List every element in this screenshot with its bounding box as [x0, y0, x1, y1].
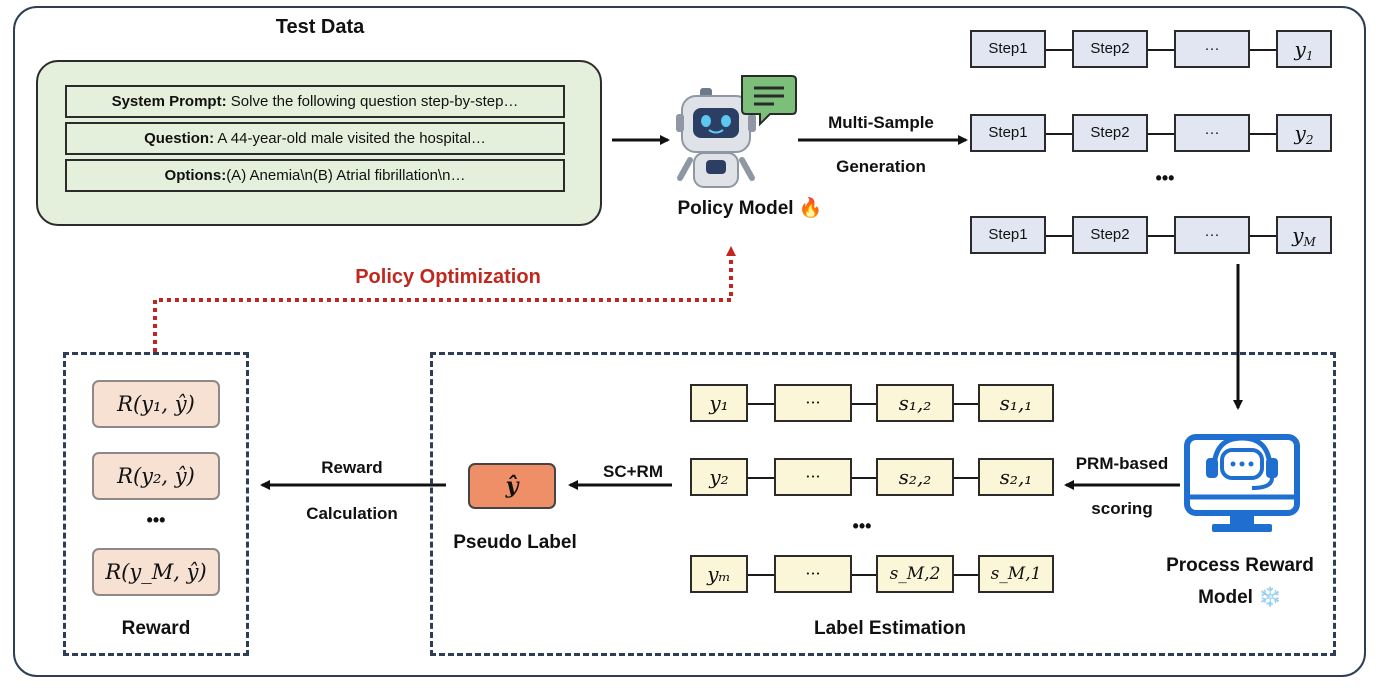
pseudo-label-title: Pseudo Label: [453, 532, 577, 553]
prm-label-text: Model: [1198, 587, 1253, 608]
prm-label-line2: Model ❄️: [1140, 585, 1340, 609]
output-ym-box: yM: [1276, 216, 1332, 254]
reward-item-2: R(y₂, ŷ): [92, 452, 220, 500]
policy-model-text: Policy Model: [677, 198, 794, 219]
system-prompt-label: System Prompt:: [111, 93, 227, 110]
prm-label-line1: Process Reward: [1166, 555, 1314, 576]
arrow-policy-optimization: [153, 246, 736, 352]
test-data-panel: System Prompt: Solve the following quest…: [36, 60, 602, 226]
reward-item-1: R(y₁, ŷ): [92, 380, 220, 428]
reward-item-m: R(y_M, ŷ): [92, 548, 220, 596]
options-label: Options:: [164, 167, 227, 184]
output-y1-box: y1: [1276, 30, 1332, 68]
step2-box: Step2: [1072, 114, 1148, 152]
score-row-ellipsis-box: ···: [774, 384, 852, 422]
reward-calc-line2: Calculation: [306, 504, 398, 523]
scoring-label: scoring: [1091, 499, 1153, 518]
fire-icon: 🔥: [798, 198, 823, 219]
options-text: (A) Anemia\n(B) Atrial fibrillation\n…: [226, 167, 466, 184]
question-text: A 44-year-old male visited the hospital…: [214, 130, 486, 147]
step-ellipsis-box: ···: [1174, 114, 1250, 152]
output-y2-box: y2: [1276, 114, 1332, 152]
question-row: Question: A 44-year-old male visited the…: [65, 122, 565, 155]
score-row-s1-box: s₂,₁: [978, 458, 1054, 496]
step2-box: Step2: [1072, 30, 1148, 68]
score-row-y-box: yₘ: [690, 555, 748, 593]
score-row-y-box: y₂: [690, 458, 748, 496]
score-vertical-dots: •••: [852, 516, 872, 536]
score-row-1: y₁ ··· s₁,₂ s₁,₁: [690, 384, 1056, 424]
step2-box: Step2: [1072, 216, 1148, 254]
policy-model-label: Policy Model 🔥: [650, 196, 850, 220]
reward-box: [63, 352, 249, 656]
test-data-title: Test Data: [275, 16, 365, 38]
system-prompt-row: System Prompt: Solve the following quest…: [65, 85, 565, 118]
trajectory-row-2: Step1 Step2 ··· y2: [970, 114, 1334, 154]
outer-frame: [13, 6, 1366, 677]
pseudo-label-box: ŷ: [468, 463, 556, 509]
reward-vertical-dots: •••: [146, 510, 166, 530]
output-ym-subscript: M: [1303, 235, 1316, 249]
step-ellipsis-box: ···: [1174, 30, 1250, 68]
reward-title: Reward: [121, 618, 191, 639]
step1-box: Step1: [970, 114, 1046, 152]
score-row-2: y₂ ··· s₂,₂ s₂,₁: [690, 458, 1056, 498]
score-row-s2-box: s_M,2: [876, 555, 954, 593]
question-label: Question:: [144, 130, 215, 147]
label-estimation-box: [430, 352, 1336, 656]
generation-label: Generation: [836, 157, 926, 176]
score-row-ellipsis-box: ···: [774, 555, 852, 593]
output-y2-subscript: 2: [1305, 133, 1314, 147]
score-row-s2-box: s₂,₂: [876, 458, 954, 496]
score-row-y-box: y₁: [690, 384, 748, 422]
options-row: Options:(A) Anemia\n(B) Atrial fibrillat…: [65, 159, 565, 192]
score-row-s2-box: s₁,₂: [876, 384, 954, 422]
step1-box: Step1: [970, 216, 1046, 254]
score-row-ellipsis-box: ···: [774, 458, 852, 496]
score-row-m: yₘ ··· s_M,2 s_M,1: [690, 555, 1056, 595]
trajectory-vertical-dots: •••: [1155, 168, 1175, 188]
score-row-s1-box: s_M,1: [978, 555, 1054, 593]
trajectory-row-1: Step1 Step2 ··· y1: [970, 30, 1334, 70]
reward-calc-line1: Reward: [321, 458, 383, 477]
prm-based-label: PRM-based: [1075, 454, 1169, 473]
multi-sample-label: Multi-Sample: [828, 113, 934, 132]
trajectory-row-m: Step1 Step2 ··· yM: [970, 216, 1334, 256]
sc-rm-label: SC+RM: [603, 462, 663, 481]
policy-optimization-label: Policy Optimization: [355, 266, 541, 288]
step-ellipsis-box: ···: [1174, 216, 1250, 254]
output-y1-subscript: 1: [1305, 49, 1314, 63]
score-row-s1-box: s₁,₁: [978, 384, 1054, 422]
step1-box: Step1: [970, 30, 1046, 68]
system-prompt-text: Solve the following question step-by-ste…: [226, 93, 519, 110]
snowflake-icon: ❄️: [1258, 587, 1282, 608]
label-estimation-title: Label Estimation: [813, 618, 967, 639]
